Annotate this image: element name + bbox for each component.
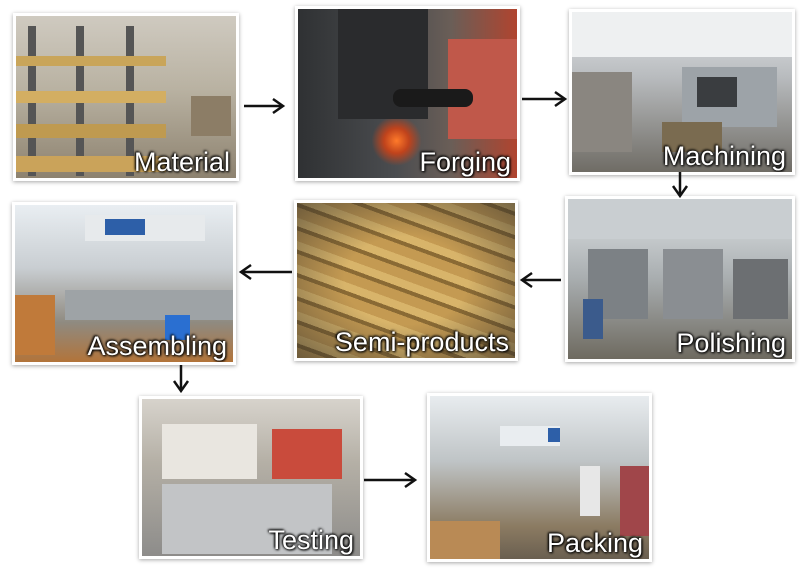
arrow-right-icon (244, 97, 286, 115)
arrow-left-icon (238, 263, 292, 281)
step-machining: Machining (569, 9, 795, 175)
assembling-photo (15, 205, 233, 362)
step-packing: Packing (427, 393, 652, 562)
forging-photo (298, 9, 517, 178)
step-label: Semi-products (334, 327, 509, 357)
step-testing: Testing (139, 396, 363, 559)
semi-products-photo (297, 203, 515, 358)
step-label: Machining (662, 141, 786, 171)
packing-photo (430, 396, 649, 559)
arrow-down-icon (671, 172, 689, 199)
step-label: Assembling (87, 331, 227, 361)
step-label: Forging (419, 147, 511, 177)
step-assembling: Assembling (12, 202, 236, 365)
arrow-right-icon (364, 471, 418, 489)
machining-photo (572, 12, 792, 172)
step-semi-products: Semi-products (294, 200, 518, 361)
material-photo (16, 16, 236, 178)
arrow-left-icon (519, 271, 561, 289)
step-label: Polishing (676, 328, 786, 358)
testing-photo (142, 399, 360, 556)
step-polishing: Polishing (565, 196, 795, 362)
step-material: Material (13, 13, 239, 181)
step-label: Packing (546, 528, 643, 558)
arrow-down-icon (172, 365, 190, 394)
step-label: Material (133, 147, 230, 177)
polishing-photo (568, 199, 792, 359)
arrow-right-icon (522, 90, 568, 108)
step-forging: Forging (295, 6, 520, 181)
step-label: Testing (268, 525, 354, 555)
